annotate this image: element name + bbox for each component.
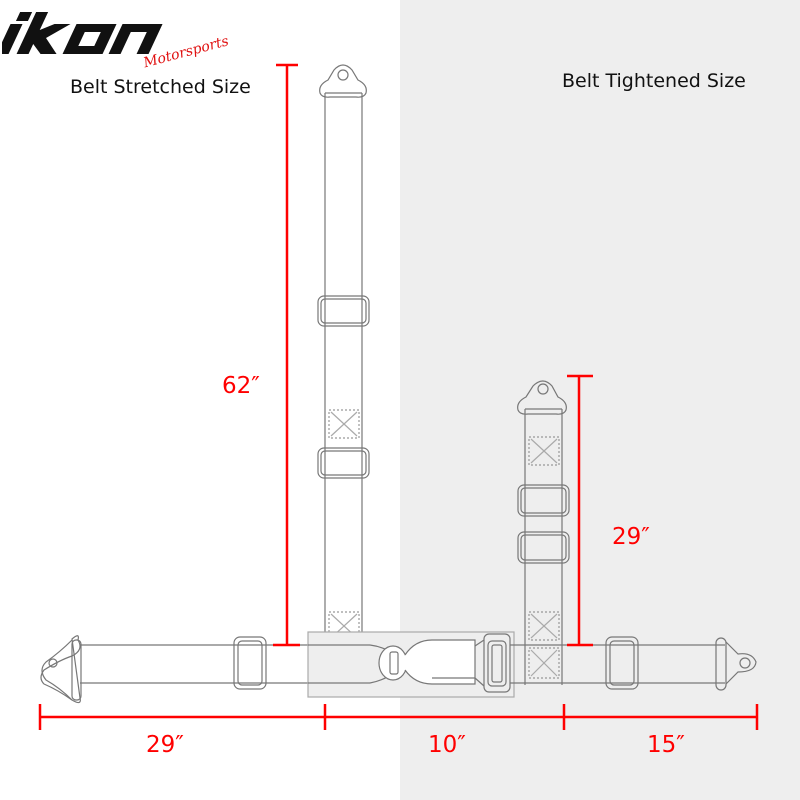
left-lap-width-value: 29″ xyxy=(146,732,184,758)
right-lap-belt xyxy=(510,636,757,691)
stretched-height-dimension xyxy=(273,63,300,647)
buckle-assembly xyxy=(307,631,515,698)
tightened-height-dimension xyxy=(567,374,593,647)
buckle-span-value: 10″ xyxy=(428,732,466,758)
right-lap-width-value: 15″ xyxy=(647,732,685,758)
stretched-shoulder-strap xyxy=(317,64,370,685)
stretched-size-label: Belt Stretched Size xyxy=(70,76,251,98)
left-lap-belt xyxy=(40,635,330,704)
logo-icon: Motorsports xyxy=(0,12,230,72)
tightened-height-value: 29″ xyxy=(612,524,650,550)
tightened-size-label: Belt Tightened Size xyxy=(562,70,746,92)
tightened-shoulder-strap xyxy=(517,380,570,685)
stretched-height-value: 62″ xyxy=(222,373,260,399)
ikon-motorsports-logo: Motorsports xyxy=(0,8,252,72)
width-dimension xyxy=(38,704,759,730)
